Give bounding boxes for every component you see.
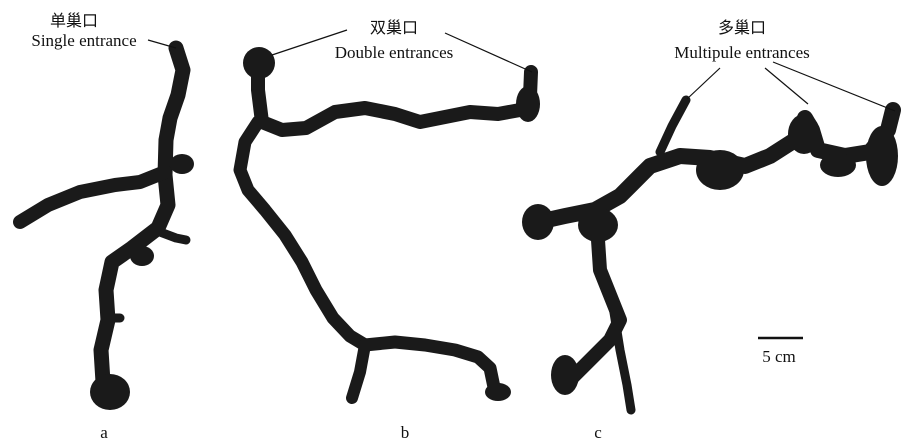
panel-a-letter: a — [100, 423, 108, 442]
panel-c-label-cn: 多巢口 — [717, 18, 767, 37]
leader-line-b-left — [271, 29, 348, 56]
burrow-c — [522, 95, 901, 415]
leader-line-a — [147, 39, 177, 49]
leader-line-b-right — [444, 32, 533, 73]
burrow-a — [13, 40, 194, 410]
panel-c-letter: c — [594, 423, 602, 442]
burrow-b — [233, 47, 540, 404]
leader-line-c-3 — [772, 61, 896, 112]
panel-b-label-cn: 双巢口 — [369, 18, 419, 37]
panel-a-label-cn: 单巢口 — [49, 11, 99, 30]
leader-line-c-2 — [764, 67, 809, 105]
leader-line-c-1 — [686, 67, 721, 100]
panel-c-label-en: Multipule entrances — [674, 43, 810, 62]
panel-b-letter: b — [400, 423, 410, 442]
panel-b-label-en: Double entrances — [334, 43, 454, 62]
scale-bar-label: 5 cm — [762, 347, 796, 366]
panel-a-label-en: Single entrance — [31, 31, 137, 50]
